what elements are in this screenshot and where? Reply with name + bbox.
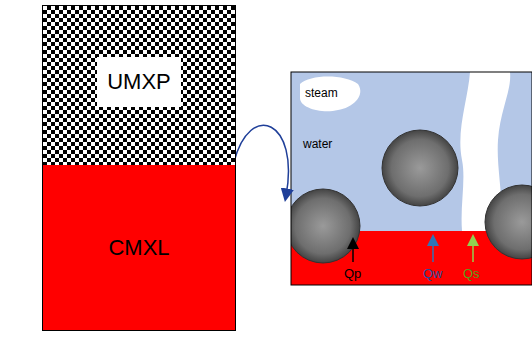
heat-arrow <box>472 240 474 262</box>
layer-label: CMXL <box>108 235 169 261</box>
particle <box>485 185 532 259</box>
lower-layer-band: CMXL <box>42 165 236 331</box>
zoom-arrow <box>234 125 288 196</box>
upper-layer-band: UMXP <box>42 5 236 165</box>
phase-label: steam <box>305 86 338 100</box>
heat-flux-label: Qp <box>344 266 361 281</box>
heat-arrow <box>432 240 434 262</box>
heat-arrow <box>352 243 354 262</box>
layer-label: UMXP <box>97 57 181 107</box>
phase-label: water <box>303 137 332 151</box>
heat-flux-label: Qs <box>463 266 480 281</box>
panel-border <box>291 72 532 285</box>
steam-bubble <box>300 77 360 112</box>
zoom-panel <box>291 72 532 285</box>
heat-flux-label: Qw <box>423 266 443 281</box>
particle <box>382 130 458 206</box>
particle <box>291 189 360 263</box>
